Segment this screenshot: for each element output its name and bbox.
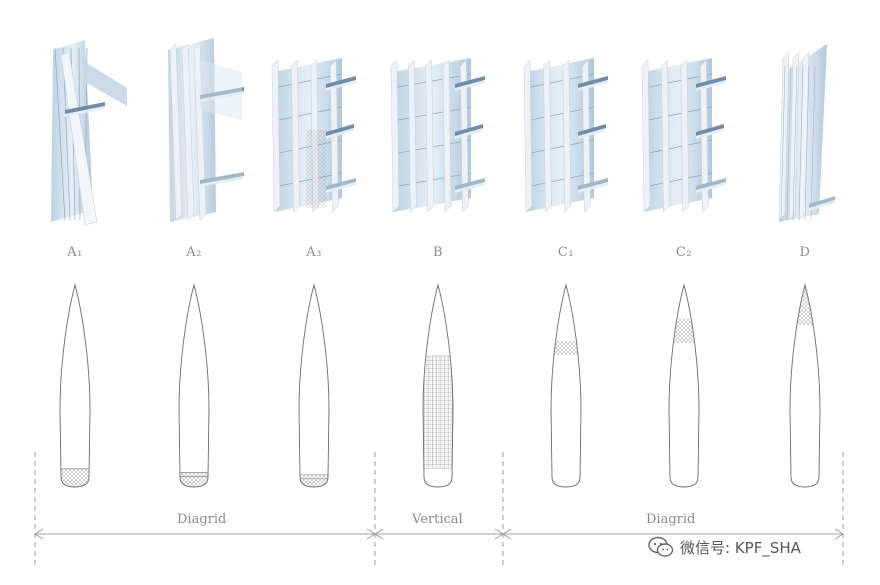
tower-profile-b (422, 283, 454, 488)
facade-model-c2 (641, 58, 726, 213)
pattern-band (299, 474, 329, 487)
facade-model-a3 (271, 58, 356, 213)
arrow-head (502, 528, 512, 540)
watermark: 微信号: KPF_SHA (648, 536, 801, 558)
option-label-c1: C₁ (557, 245, 575, 260)
option-label-a1: A₁ (67, 245, 83, 260)
option-label-c2: C₂ (675, 245, 693, 260)
facade-model-c1 (523, 58, 608, 213)
pattern-band (669, 319, 699, 343)
tower-profile-c1 (550, 283, 582, 488)
tower-profile-a1 (59, 283, 91, 488)
pattern-band (60, 468, 90, 487)
pattern-band (790, 285, 820, 325)
tower-profile-d (789, 283, 821, 488)
arrow-head (374, 528, 384, 540)
group-label-vertical: Vertical (406, 512, 469, 527)
option-label-a2: A₂ (186, 245, 202, 260)
pattern-band (179, 472, 209, 487)
tower-profile-a3 (298, 283, 330, 488)
dimension-lines (34, 452, 844, 565)
pattern-band (423, 355, 453, 469)
option-label-a3: A₃ (306, 245, 322, 260)
facade-model-a1 (51, 40, 127, 226)
option-label-d: D (799, 245, 811, 260)
arrow-head (834, 528, 844, 540)
arrow-head (34, 528, 44, 540)
tower-profile-c2 (668, 283, 700, 488)
watermark-text: 微信号: KPF_SHA (680, 538, 801, 557)
option-label-b: B (432, 245, 444, 260)
group-label-diagrid-right: Diagrid (640, 512, 702, 527)
facade-model-b (390, 58, 485, 213)
tower-profile-a2 (178, 283, 210, 488)
facade-model-a2 (168, 38, 244, 222)
group-label-diagrid-left: Diagrid (171, 512, 233, 527)
wechat-icon (648, 536, 674, 557)
facade-model-d (778, 44, 835, 222)
pattern-band (551, 341, 581, 355)
